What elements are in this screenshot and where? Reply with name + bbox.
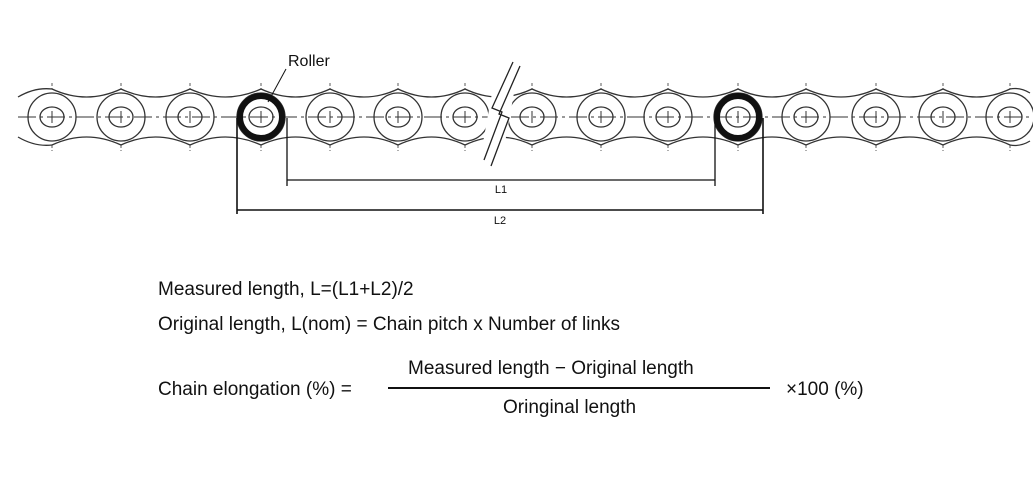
link-plate-bottom <box>875 136 944 146</box>
link-plate-bottom <box>737 136 807 146</box>
link-plate-bottom <box>942 136 1011 146</box>
link-plate-bottom <box>1009 140 1031 147</box>
link-plate-bottom <box>120 136 191 146</box>
break-gap <box>478 60 520 170</box>
link-plate-bottom <box>667 136 739 146</box>
chain-diagram: Roller L1 L2 <box>17 53 1033 227</box>
break-line-left <box>483 61 514 161</box>
original-length-formula: Original length, L(nom) = Chain pitch x … <box>158 314 621 335</box>
link-plate-bottom <box>531 136 602 146</box>
link-plate-top <box>51 88 122 98</box>
elongation-denominator: Oringinal length <box>503 397 637 418</box>
link-plate-bottom <box>600 136 669 146</box>
link-plate-top <box>805 88 877 98</box>
link-plate-top <box>260 88 331 98</box>
elongation-multiplier: ×100 (%) <box>786 379 864 400</box>
elongation-numerator: Measured length − Original length <box>408 358 694 379</box>
measured-roller <box>714 93 762 141</box>
dimension-l2-label: L2 <box>494 215 506 227</box>
link-plate-bottom <box>329 136 399 146</box>
measured-rollers <box>237 93 762 141</box>
dimension-l2 <box>236 118 764 214</box>
link-plate-top <box>942 88 1011 98</box>
link-plate-top <box>189 88 262 98</box>
link-plate-bottom <box>805 136 877 146</box>
measured-roller <box>237 93 285 141</box>
dimension-l1 <box>286 118 716 186</box>
link-plate-top <box>531 88 602 98</box>
link-plate-top <box>17 88 53 98</box>
elongation-lhs: Chain elongation (%) = <box>158 379 352 400</box>
link-plate-top <box>1009 87 1031 94</box>
link-plate-top <box>397 88 466 98</box>
dimension-l1-label: L1 <box>495 184 507 196</box>
link-plate-top <box>600 88 669 98</box>
roller-leader-line <box>267 68 287 103</box>
link-plate-bottom <box>189 136 262 146</box>
break-symbol <box>478 60 521 170</box>
link-plate-top <box>120 88 191 98</box>
measured-length-formula: Measured length, L=(L1+L2)/2 <box>158 279 414 300</box>
link-plate-top <box>329 88 399 98</box>
link-plate-bottom <box>17 136 53 146</box>
link-plate-top <box>737 88 807 98</box>
link-plate-bottom <box>51 136 122 146</box>
roller-label: Roller <box>288 53 330 70</box>
link-plate-top <box>667 88 739 98</box>
link-plate-bottom <box>397 136 466 146</box>
break-line-right <box>490 65 521 167</box>
fraction-bar <box>388 387 770 389</box>
link-plate-top <box>875 88 944 98</box>
link-plate-bottom <box>260 136 331 146</box>
